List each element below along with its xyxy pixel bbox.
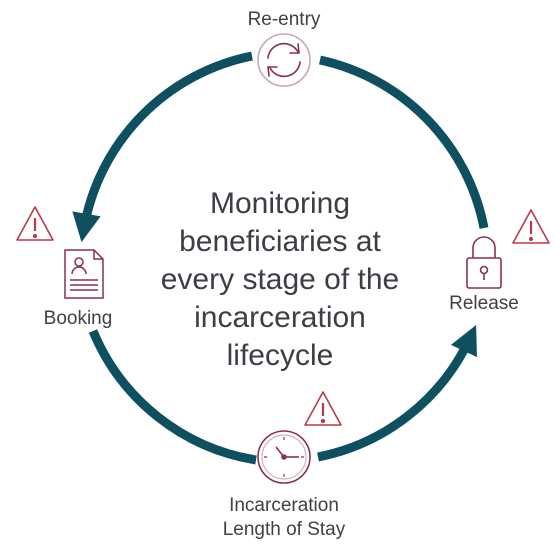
- center-heading: Monitoring beneficiaries at every stage …: [130, 185, 430, 375]
- document-icon: [64, 249, 104, 299]
- center-line-3: every stage of the: [160, 263, 400, 296]
- center-line-4: incarceration: [194, 301, 366, 334]
- stay-label-line-2: Length of Stay: [222, 519, 346, 540]
- clock-icon: [257, 430, 311, 484]
- cycle-arc-reentry-to-booking: [72, 51, 253, 243]
- center-line-5: lifecycle: [226, 339, 334, 372]
- cycle-arc-booking-to-stay: [88, 329, 257, 465]
- refresh-icon: [257, 33, 311, 87]
- reentry-label: Re-entry: [247, 9, 321, 30]
- cycle-arc-release-to-reentry: [319, 55, 489, 229]
- center-line-1: Monitoring: [209, 187, 351, 220]
- stay-label-line-1: Incarceration: [229, 495, 339, 516]
- warning-icon-booking: [16, 206, 54, 241]
- release-label: Release: [449, 293, 519, 314]
- lock-icon: [466, 236, 502, 289]
- booking-label: Booking: [43, 308, 113, 329]
- center-line-2: beneficiaries at: [179, 225, 381, 258]
- warning-icon-stay: [304, 391, 342, 426]
- stay-label: Incarceration Length of Stay: [194, 494, 374, 542]
- warning-icon-release: [512, 209, 550, 244]
- cycle-arc-stay-to-release: [317, 324, 477, 462]
